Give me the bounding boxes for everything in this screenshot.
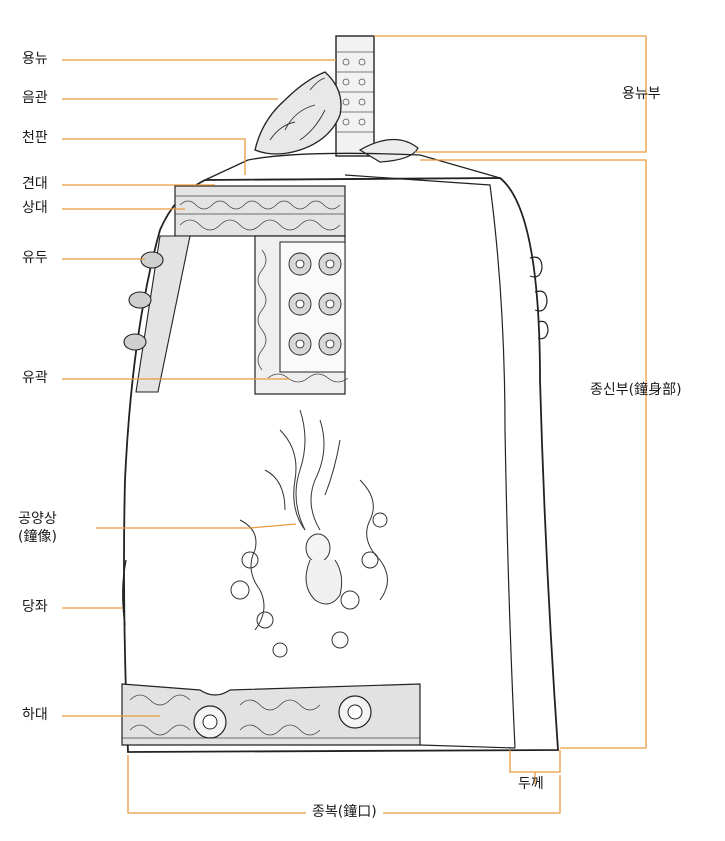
label-cheonpan: 천판 [22,130,48,146]
label-gongyangsang-line2: (鐘像) [18,529,57,545]
label-dangjwa: 당좌 [22,599,48,615]
label-jongsinbu: 종신부(鐘身部) [590,382,682,398]
label-eumgwan: 음관 [22,90,48,106]
yugwak-panel [135,235,349,395]
lower-band [121,683,516,749]
bell-thickness-line [344,174,516,749]
label-dukke: 두께 [518,776,544,792]
label-gyeondae: 견대 [22,176,48,192]
label-gongyangsang-line1: 공양상 [18,511,57,527]
dangjwa-mark [122,559,127,626]
label-hadae: 하대 [22,707,48,723]
label-sangdae: 상대 [22,200,48,216]
crown-plate [204,152,501,181]
label-yudu: 유두 [22,250,48,266]
leader-lines [62,59,336,717]
label-yongnyubu: 용뉴부 [622,86,661,102]
label-yugwak: 유곽 [22,370,48,386]
right-nubs [529,256,549,340]
dragon-hook [254,35,419,163]
upper-band [174,185,346,237]
label-yongnyu: 용뉴 [22,51,48,67]
yudu-nubs [123,251,164,351]
label-gongyangsang: 공양상 (鐘像) [18,510,57,546]
label-jongbok: 종복(鐘口) [306,804,383,821]
apsara-figure [230,409,388,658]
